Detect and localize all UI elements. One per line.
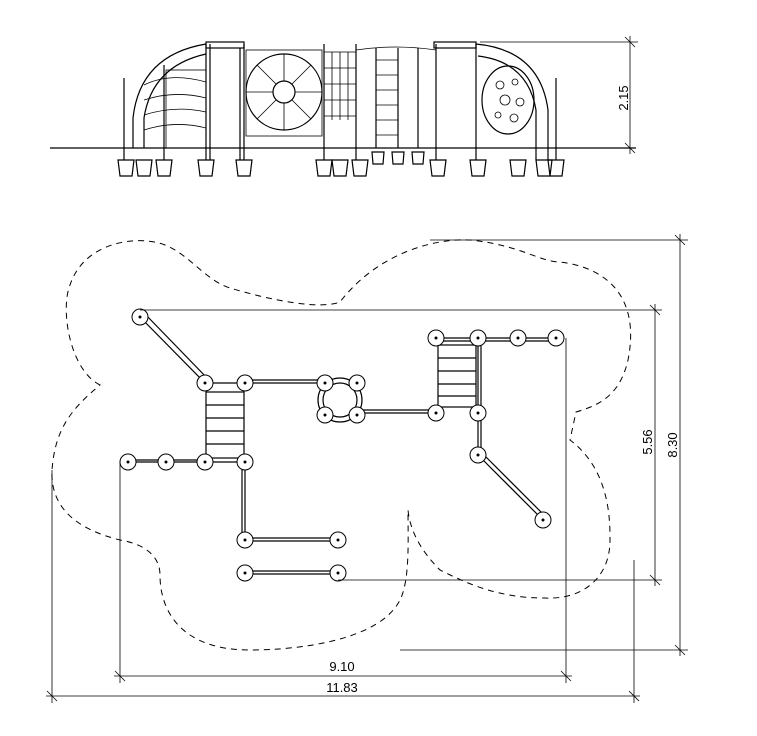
left-arch bbox=[132, 43, 207, 148]
inner-dimension-frame bbox=[114, 304, 662, 683]
plan-inner-height-label: 5.56 bbox=[640, 429, 655, 454]
climbing-disc bbox=[481, 65, 535, 135]
plan-ladder-right bbox=[437, 344, 477, 408]
plan-view: 5.56 9.10 8.30 11.83 bbox=[46, 234, 688, 703]
plan-inner-width-label: 9.10 bbox=[329, 659, 354, 674]
left-arch-inner bbox=[143, 53, 207, 148]
elevation-view: 2.15 bbox=[50, 36, 638, 177]
footings bbox=[117, 151, 565, 177]
net-climber bbox=[324, 51, 356, 120]
plan-posts bbox=[119, 308, 565, 582]
round-tower bbox=[317, 377, 363, 423]
elevation-ladder bbox=[376, 59, 398, 136]
plan-ladder-left bbox=[205, 391, 245, 459]
elevation-height-label: 2.15 bbox=[616, 85, 631, 110]
plan-outer-height-label: 8.30 bbox=[665, 432, 680, 457]
structure-beams bbox=[128, 313, 556, 575]
plan-outer-width-label: 11.83 bbox=[326, 680, 358, 695]
outer-dimension-frame bbox=[46, 234, 688, 703]
climbing-wall-waves bbox=[143, 77, 207, 131]
tower-roof-right bbox=[433, 41, 477, 49]
right-arch bbox=[475, 43, 549, 160]
safety-zone-outline bbox=[51, 239, 632, 651]
tower-roof-left bbox=[205, 41, 245, 49]
